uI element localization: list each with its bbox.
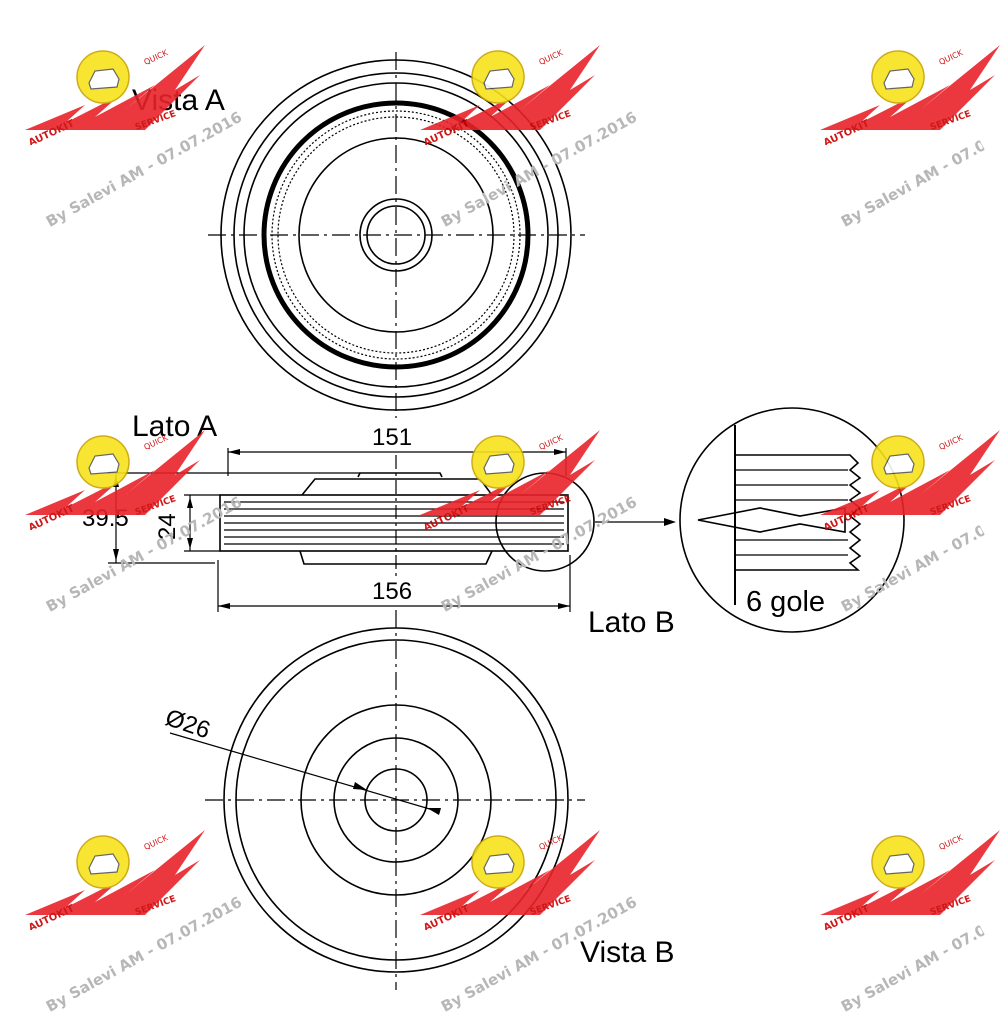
svg-text:QUICK: QUICK — [143, 433, 170, 452]
grooves-note: 6 gole — [746, 586, 826, 618]
svg-text:QUICK: QUICK — [938, 48, 965, 67]
dim-top-width: 151 — [372, 424, 413, 451]
vista-b-view — [169, 610, 585, 990]
vista-a-view — [208, 52, 585, 418]
svg-text:QUICK: QUICK — [538, 833, 565, 852]
svg-text:QUICK: QUICK — [938, 433, 965, 452]
svg-text:QUICK: QUICK — [143, 48, 170, 67]
svg-text:QUICK: QUICK — [143, 833, 170, 852]
svg-text:QUICK: QUICK — [938, 833, 965, 852]
svg-text:QUICK: QUICK — [538, 433, 565, 452]
lato-a-label: Lato A — [132, 410, 218, 443]
svg-text:QUICK: QUICK — [538, 48, 565, 67]
lato-b-label: Lato B — [588, 606, 675, 639]
dim-bottom-width: 156 — [372, 578, 413, 605]
groove-detail — [679, 407, 905, 633]
vista-b-label: Vista B — [580, 936, 675, 969]
